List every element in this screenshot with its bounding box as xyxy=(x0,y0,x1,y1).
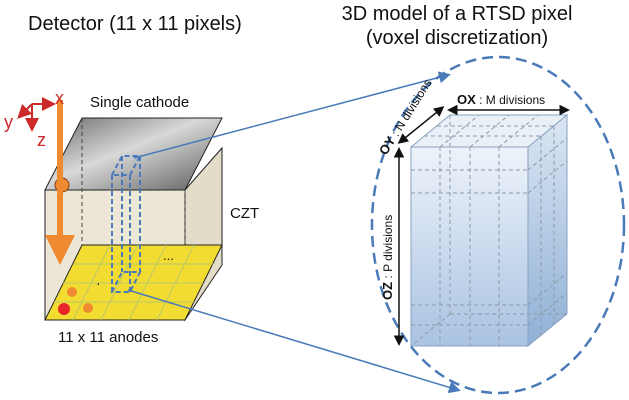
oz-label-bold: OZ xyxy=(380,282,395,300)
right-title-line1: 3D model of a RTSD pixel xyxy=(342,3,573,25)
right-title-line2: (voxel discretization) xyxy=(366,27,548,49)
zoom-connector-top xyxy=(133,71,451,159)
axis-y-label: y xyxy=(4,112,13,132)
axis-z-label: z xyxy=(37,130,46,150)
axis-x-label: x xyxy=(55,88,64,108)
material-label: CZT xyxy=(230,205,259,222)
anode-ellipsis: ... xyxy=(163,248,174,263)
ox-label-bold: OX xyxy=(457,92,476,107)
left-title: Detector (11 x 11 pixels) xyxy=(28,13,242,35)
oy-label-rest: : N divisions xyxy=(387,77,435,142)
anodes-label: 11 x 11 anodes xyxy=(58,329,158,346)
cathode-top-face xyxy=(44,117,223,191)
zoom-connector-bottom xyxy=(127,289,461,394)
ox-label: OX : M divisions xyxy=(457,92,545,107)
detector-cube: ... · xyxy=(44,100,223,322)
hidden-edges xyxy=(81,118,186,246)
zoom-ellipse xyxy=(370,55,626,395)
axes-triad: x y z xyxy=(4,88,64,150)
oy-dimension-arrow xyxy=(397,106,445,144)
interaction-dot xyxy=(58,303,70,315)
anode-ellipsis-diag: · xyxy=(96,275,101,291)
anode-grid xyxy=(54,244,213,321)
oz-label: OZ : P divisions xyxy=(380,215,395,300)
ox-label-rest: : M divisions xyxy=(476,93,545,107)
oz-label-rest: : P divisions xyxy=(381,215,395,282)
voxel-side-face xyxy=(527,113,568,348)
interaction-dot xyxy=(67,287,77,297)
cathode-label: Single cathode xyxy=(90,94,189,111)
voxel-division-lines xyxy=(410,114,568,347)
interaction-dot xyxy=(83,303,93,313)
voxel-prism xyxy=(409,113,569,348)
pixel-column-outline xyxy=(110,155,142,293)
